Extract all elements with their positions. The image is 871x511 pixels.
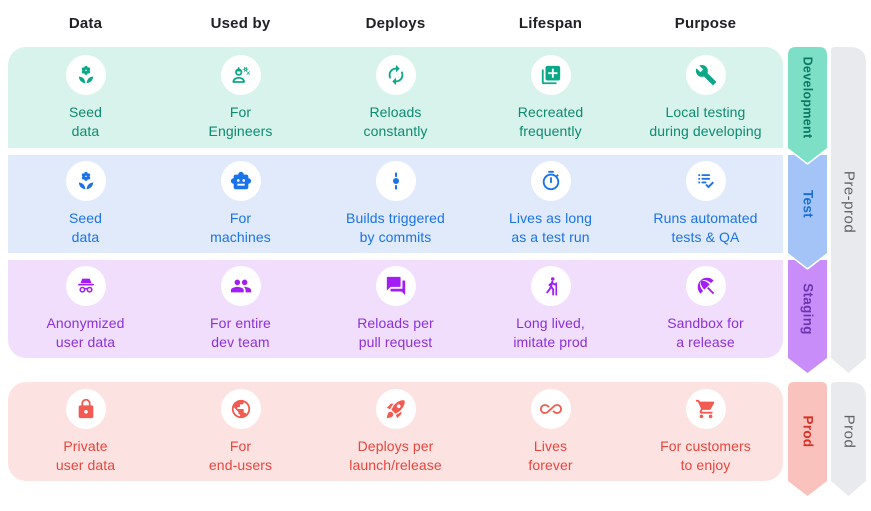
- cell-label: Reloads constantly: [363, 103, 428, 139]
- staging-cell-data: Anonymized user data: [8, 260, 163, 358]
- environment-ribbons: Development Test Staging Prod: [788, 47, 827, 498]
- prod-ribbon-label: Prod: [800, 416, 815, 448]
- test-cell-lifespan: Lives as long as a test run: [473, 155, 628, 253]
- cell-label: Deploys per launch/release: [349, 437, 442, 473]
- prod-cell-used-by: For end-users: [163, 382, 318, 481]
- prod-cell-lifespan: Lives forever: [473, 382, 628, 481]
- cell-label: For customers to enjoy: [660, 437, 751, 473]
- seed-icon: [65, 161, 106, 201]
- development-cell-lifespan: Recreated frequently: [473, 47, 628, 148]
- cell-label: Lives forever: [528, 437, 573, 473]
- rocket-icon: [375, 388, 416, 429]
- preprod-group-label: Pre-prod: [840, 171, 857, 233]
- cell-label: For entire dev team: [210, 315, 271, 350]
- cell-label: Long lived, imitate prod: [513, 315, 588, 350]
- cart-icon: [685, 388, 726, 429]
- staging-ribbon-label: Staging: [800, 283, 815, 335]
- cell-label: Lives as long as a test run: [508, 210, 593, 245]
- staging-cell-purpose: Sandbox for a release: [628, 260, 783, 358]
- umbrella-icon: [685, 266, 726, 306]
- cell-label: Recreated frequently: [517, 103, 584, 139]
- column-header-purpose: Purpose: [674, 15, 737, 32]
- test-cell-deploys: Builds triggered by commits: [318, 155, 473, 253]
- test-ribbon: [788, 153, 827, 270]
- development-cell-used-by: For Engineers: [163, 47, 318, 148]
- commit-icon: [375, 161, 416, 201]
- group-icon: [220, 266, 261, 306]
- cell-label: Local testing during developing: [649, 103, 762, 139]
- staging-cell-used-by: For entire dev team: [163, 260, 318, 358]
- staging-ribbon: [788, 258, 827, 375]
- row-staging: Anonymized user data For entire dev team R…: [8, 260, 783, 358]
- infinity-icon: [530, 388, 571, 429]
- lock-icon: [65, 388, 106, 429]
- forum-icon: [375, 266, 416, 306]
- development-cell-purpose: Local testing during developing: [628, 47, 783, 148]
- test-cell-data: Seed data: [8, 155, 163, 253]
- cell-label: Seed data: [68, 103, 103, 139]
- incognito-icon: [65, 266, 106, 306]
- globe-icon: [220, 388, 261, 429]
- column-header-data: Data: [68, 15, 103, 32]
- cell-label: For machines: [210, 210, 271, 245]
- engineers-icon: [220, 54, 261, 95]
- library-add-icon: [530, 54, 571, 95]
- prod-cell-deploys: Deploys per launch/release: [318, 382, 473, 481]
- development-ribbon-label: Development: [801, 57, 815, 139]
- prod-group-label: Prod: [840, 415, 857, 449]
- stage-group-ribbons: Pre-prod Prod: [831, 47, 866, 496]
- preprod-group-ribbon: [831, 47, 866, 373]
- prod-cell-purpose: For customers to enjoy: [628, 382, 783, 481]
- test-cell-used-by: For machines: [163, 155, 318, 253]
- test-cell-purpose: Runs automated tests & QA: [628, 155, 783, 253]
- cell-label: Anonymized user data: [46, 315, 125, 350]
- cell-label: Private user data: [55, 437, 116, 473]
- column-headers: Data Used by Deploys Lifespan Purpose: [8, 15, 783, 32]
- seed-icon: [65, 54, 106, 95]
- cell-label: Seed data: [68, 210, 103, 245]
- row-test: Seed data For machines Builds triggered by…: [8, 155, 783, 253]
- cell-label: Sandbox for a release: [667, 315, 744, 350]
- development-cell-data: Seed data: [8, 47, 163, 148]
- cell-label: For end-users: [208, 437, 273, 473]
- cell-label: Builds triggered by commits: [346, 210, 445, 245]
- column-header-deploys: Deploys: [365, 15, 426, 32]
- column-header-lifespan: Lifespan: [518, 15, 583, 32]
- checklist-icon: [685, 161, 726, 201]
- development-cell-deploys: Reloads constantly: [318, 47, 473, 148]
- row-prod: Private user data For end-users Deploys pe…: [8, 382, 783, 481]
- prod-cell-data: Private user data: [8, 382, 163, 481]
- robot-icon: [220, 161, 261, 201]
- cell-label: Reloads per pull request: [357, 315, 434, 350]
- reload-icon: [375, 54, 416, 95]
- staging-cell-deploys: Reloads per pull request: [318, 260, 473, 358]
- wrench-icon: [685, 54, 726, 95]
- timer-icon: [530, 161, 571, 201]
- staging-cell-lifespan: Long lived, imitate prod: [473, 260, 628, 358]
- cell-label: Runs automated tests & QA: [653, 210, 758, 245]
- column-header-used-by: Used by: [210, 15, 271, 32]
- environment-rows: Seed data For Engineers Reloads constantly…: [8, 47, 783, 481]
- row-development: Seed data For Engineers Reloads constantly…: [8, 47, 783, 148]
- hiking-icon: [530, 266, 571, 306]
- prod-group-ribbon: [831, 382, 866, 496]
- test-ribbon-label: Test: [800, 190, 815, 218]
- cell-label: For Engineers: [208, 103, 273, 139]
